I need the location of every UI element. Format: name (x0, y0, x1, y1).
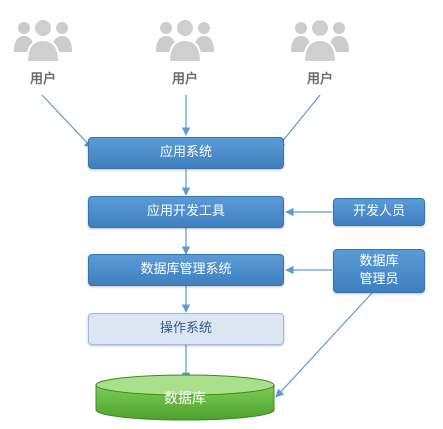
app-system-label: 应用系统 (159, 145, 212, 160)
app-system-box: 应用系统 (88, 137, 284, 169)
developer-label: 开发人员 (352, 204, 405, 219)
user-figure-2: 用户 (150, 14, 220, 87)
user-label: 用户 (171, 72, 198, 87)
os-label: 操作系统 (159, 321, 212, 336)
arrow-dba-to-database (275, 292, 373, 398)
dba-box: 数据库 管理员 (333, 249, 425, 293)
dba-label-line2: 管理员 (359, 272, 399, 287)
database-cylinder (95, 374, 275, 421)
developer-box: 开发人员 (333, 198, 425, 226)
dbms-box: 数据库管理系统 (88, 254, 284, 286)
user-figure-1: 用户 (8, 14, 78, 87)
user-label: 用户 (306, 72, 333, 87)
user-label: 用户 (29, 72, 56, 87)
dba-label-line1: 数据库 (359, 254, 399, 269)
os-box: 操作系统 (88, 313, 284, 345)
database-label: 数据库 (164, 391, 206, 407)
user-group-icon (156, 18, 214, 63)
dev-tools-box: 应用开发工具 (88, 196, 284, 228)
arrow-user1-to-app (41, 94, 93, 149)
user-group-icon (14, 18, 72, 63)
user-group-icon (291, 18, 349, 63)
arrow-user3-to-app (276, 94, 321, 149)
dev-tools-label: 应用开发工具 (146, 204, 225, 219)
user-figure-3: 用户 (285, 14, 355, 87)
dbms-label: 数据库管理系统 (140, 262, 232, 277)
